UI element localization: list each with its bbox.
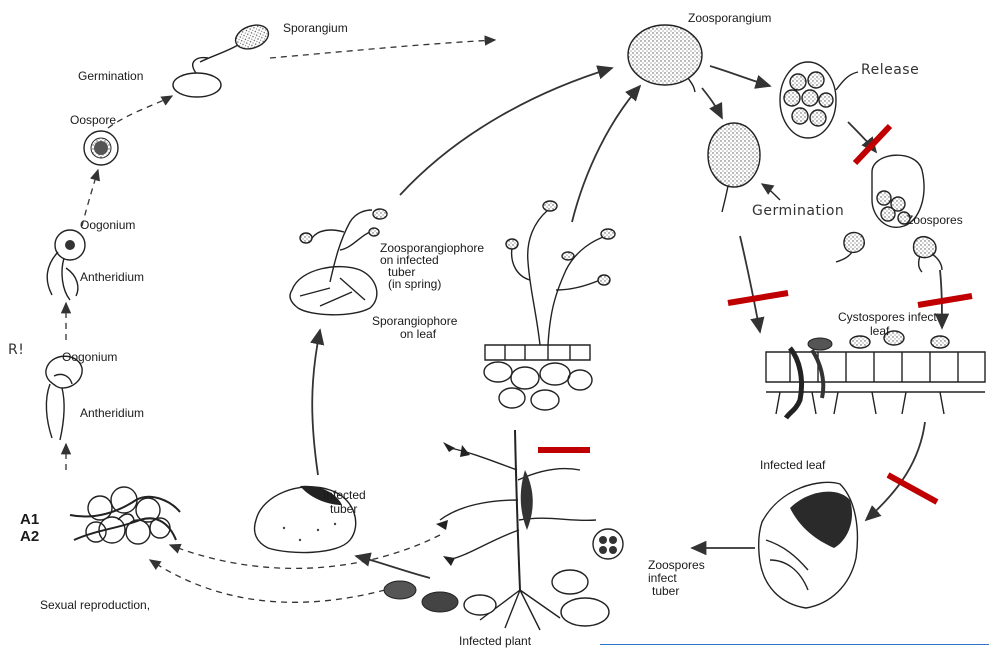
label-release: Release — [861, 62, 919, 78]
arrow-plant-to-infected-tuber — [356, 556, 430, 578]
label-oospore: Oospore — [70, 113, 116, 127]
label-a2: A2 — [20, 528, 39, 545]
label-zoospores: Zoospores — [906, 213, 963, 227]
infected-plant-illustration — [384, 430, 623, 630]
germination-illustration — [173, 58, 221, 97]
label-r-mark: R! — [8, 342, 24, 358]
label-sexual-reproduction: Sexual reproduction, — [40, 598, 150, 612]
infected-leaf-illustration — [759, 482, 858, 608]
label-zoospores-infect-line2: infect — [648, 571, 677, 585]
label-infected-tuber-line2: tuber — [330, 502, 357, 516]
zoosporangium-illustration — [628, 25, 702, 92]
label-a1: A1 — [20, 511, 39, 528]
label-germination-right: Germination — [752, 203, 844, 219]
arrow-germination-to-leaf — [740, 236, 760, 332]
label-oogonium-bottom: Oogonium — [62, 350, 117, 364]
label-infected-leaf: Infected leaf — [760, 458, 826, 472]
germination-right-illustration — [708, 123, 760, 212]
label-sporangiophore-line2: on leaf — [400, 327, 437, 341]
label-cystospores-line2: leaf — [870, 324, 890, 338]
block-mark-germination — [728, 293, 788, 303]
caption-rule — [600, 644, 989, 650]
dashed-arrow-plant-to-mating-lower — [150, 560, 385, 602]
sporangiophore-leaf-illustration — [484, 201, 615, 410]
label-antheridium-top: Antheridium — [80, 270, 144, 284]
release-sporangium-illustration — [780, 62, 836, 138]
label-zoospores-infect-line3: tuber — [652, 584, 679, 598]
label-antheridium-bottom: Antheridium — [80, 406, 144, 420]
label-zoosporangiophore-line4: (in spring) — [388, 277, 441, 291]
arrow-leaf-cells-to-infected-leaf — [866, 422, 925, 520]
label-infected-tuber-line1: Infected — [323, 488, 366, 502]
sporangium-illustration — [200, 21, 272, 62]
label-sporangiophore-line1: Sporangiophore — [372, 314, 458, 328]
label-infected-plant: Infected plant — [459, 634, 532, 648]
label-zoospores-infect-line1: Zoospores — [648, 558, 705, 572]
label-zoosporangium: Zoosporangium — [688, 11, 771, 25]
label-cystospores-line1: Cystospores infect — [838, 310, 937, 324]
arrow-zoosporangium-to-germination — [702, 88, 722, 118]
label-sporangium: Sporangium — [283, 21, 348, 35]
arrow-tuber-to-zoosporangiophore — [312, 330, 320, 475]
leader-release — [836, 72, 858, 90]
leaf-tissue-cross-section — [766, 331, 985, 418]
oogonium-bottom-illustration — [46, 356, 82, 440]
oogonium-top-illustration — [47, 230, 85, 300]
arrow-zoosporangium-to-release — [710, 66, 770, 86]
dashed-arrow-sporangium-to-zoosporangium — [270, 40, 495, 58]
zoosporangiophore-tuber-illustration — [290, 209, 387, 315]
zoospores-illustration — [836, 233, 942, 272]
mating-hyphae-illustration — [70, 487, 180, 544]
label-germination-left: Germination — [78, 69, 143, 83]
block-mark-zoospores — [918, 296, 972, 305]
label-oogonium-top: Oogonium — [80, 218, 135, 232]
leader-germination-right — [762, 184, 780, 200]
arrow-sporangiophore-to-zoosporangium — [572, 86, 640, 222]
dashed-arrow-oospore-to-germination — [108, 96, 172, 128]
arrow-zoosporangiophore-to-zoosporangium — [400, 68, 612, 195]
oospore-illustration — [84, 131, 118, 165]
